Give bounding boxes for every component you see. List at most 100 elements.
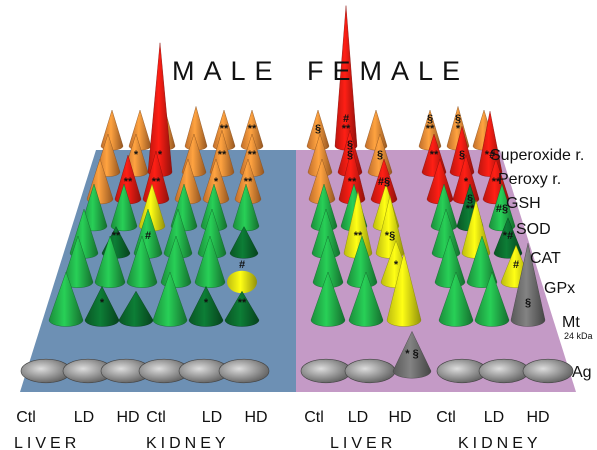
significance-mark: §§: [347, 139, 353, 161]
cone-male-r5-c5: [227, 270, 257, 294]
cone-male-r5-c1: [94, 235, 126, 288]
cone-female-r0-c8: [364, 109, 388, 151]
significance-mark: *: [158, 149, 163, 161]
significance-mark: *#: [485, 149, 495, 161]
significance-mark: *: [214, 176, 219, 188]
row-label: GPx: [544, 280, 575, 297]
significance-mark: §**: [466, 193, 475, 215]
significance-mark: *: [134, 149, 139, 161]
organ-label: KIDNEY: [458, 435, 542, 450]
cone-mark: [126, 235, 158, 288]
group-label: LD: [348, 409, 368, 426]
row-label: Mt: [562, 314, 580, 331]
cone-layer: [20, 5, 574, 384]
significance-mark: *#: [503, 230, 513, 242]
cone-female-r7-c6: [300, 358, 352, 384]
cone-mark: [348, 271, 384, 327]
significance-mark: §: [377, 149, 383, 161]
significance-mark: *: [394, 259, 399, 271]
group-label: Ctl: [16, 409, 36, 426]
cone-male-r5-c2: [126, 235, 158, 288]
cone-male-r5-c4: [194, 235, 226, 288]
disk-mark: [218, 358, 270, 384]
significance-mark: #**: [342, 113, 351, 135]
significance-mark: §: [459, 149, 465, 161]
cone-male-r3-c1: [110, 183, 138, 232]
organ-label: LIVER: [14, 435, 80, 450]
group-label: LD: [202, 409, 222, 426]
significance-mark: §*: [455, 113, 461, 135]
disk-mark: [300, 358, 352, 384]
cone-female-r7-c7: [344, 358, 396, 384]
group-label: LD: [484, 409, 504, 426]
cone-mark: [438, 271, 474, 327]
group-label: Ctl: [304, 409, 324, 426]
marker-layer: ****§#**§**§*******§§§**§*#*********#§**…: [100, 113, 531, 360]
cone-mark: [392, 330, 432, 379]
organ-labels: LIVER KIDNEY LIVER KIDNEY: [14, 435, 542, 450]
group-label: LD: [74, 409, 94, 426]
significance-mark: §: [315, 123, 321, 135]
significance-mark: #: [513, 259, 519, 271]
significance-mark: *§: [385, 230, 395, 242]
cone-male-r6-c5: [224, 290, 260, 327]
cone-female-r6-c9: [438, 271, 474, 327]
organ-label: LIVER: [330, 435, 396, 450]
cone-mark: [194, 235, 226, 288]
significance-mark: §**: [426, 113, 435, 135]
significance-mark: #: [239, 259, 245, 271]
disk-mark: [227, 270, 257, 294]
cone-mark: [48, 271, 84, 327]
significance-mark: **: [238, 297, 247, 309]
row-label: CAT: [530, 250, 561, 267]
cone-male-r3-c5: [232, 183, 260, 232]
disk-mark: [344, 358, 396, 384]
group-label: Ctl: [146, 409, 166, 426]
significance-mark: **: [124, 176, 133, 188]
row-label: Ag: [572, 364, 592, 381]
row-label: SOD: [516, 221, 551, 238]
cone-female-r7-c10: [478, 358, 530, 384]
row-label: Superoxide r.: [490, 147, 584, 164]
organ-label: KIDNEY: [146, 435, 230, 450]
cone-female-r6-c7: [348, 271, 384, 327]
cone-mark: [474, 271, 510, 327]
significance-mark: **: [244, 176, 253, 188]
significance-mark: §: [525, 297, 531, 309]
row-label: GSH: [506, 195, 541, 212]
cone-male-r6-c4: [188, 285, 224, 327]
group-label: HD: [244, 409, 267, 426]
cone-female-r5-c10: [466, 235, 498, 288]
significance-mark: *: [204, 297, 209, 309]
significance-mark: **: [112, 230, 121, 242]
group-label: Ctl: [436, 409, 456, 426]
cone-female-r6-c10: [474, 271, 510, 327]
significance-mark: **: [430, 149, 439, 161]
significance-mark: #§: [378, 176, 390, 188]
cone-male-r5-c3: [160, 235, 192, 288]
significance-mark: **: [248, 123, 257, 135]
significance-mark: **: [218, 149, 227, 161]
panel-title-male: MALE: [172, 56, 282, 86]
cone-mark: [510, 243, 546, 327]
significance-mark: **: [220, 123, 229, 135]
cone-female-r7-c8: [392, 330, 432, 379]
cone-male-r4-c5: [229, 226, 259, 259]
significance-mark: *: [100, 297, 105, 309]
significance-mark: * §: [405, 348, 418, 360]
significance-mark: **: [248, 149, 257, 161]
panel-title-female: FEMALE: [307, 56, 469, 86]
cone-mark: [224, 290, 260, 327]
cone-mark: [364, 109, 388, 151]
cone-mark: [188, 285, 224, 327]
significance-mark: #§: [496, 203, 508, 215]
significance-mark: **: [152, 176, 161, 188]
cone-mark: [229, 226, 259, 259]
cone-male-r6-c0: [48, 271, 84, 327]
cone-mark: [128, 109, 152, 151]
cone-mark: [466, 235, 498, 288]
significance-mark: **: [348, 176, 357, 188]
